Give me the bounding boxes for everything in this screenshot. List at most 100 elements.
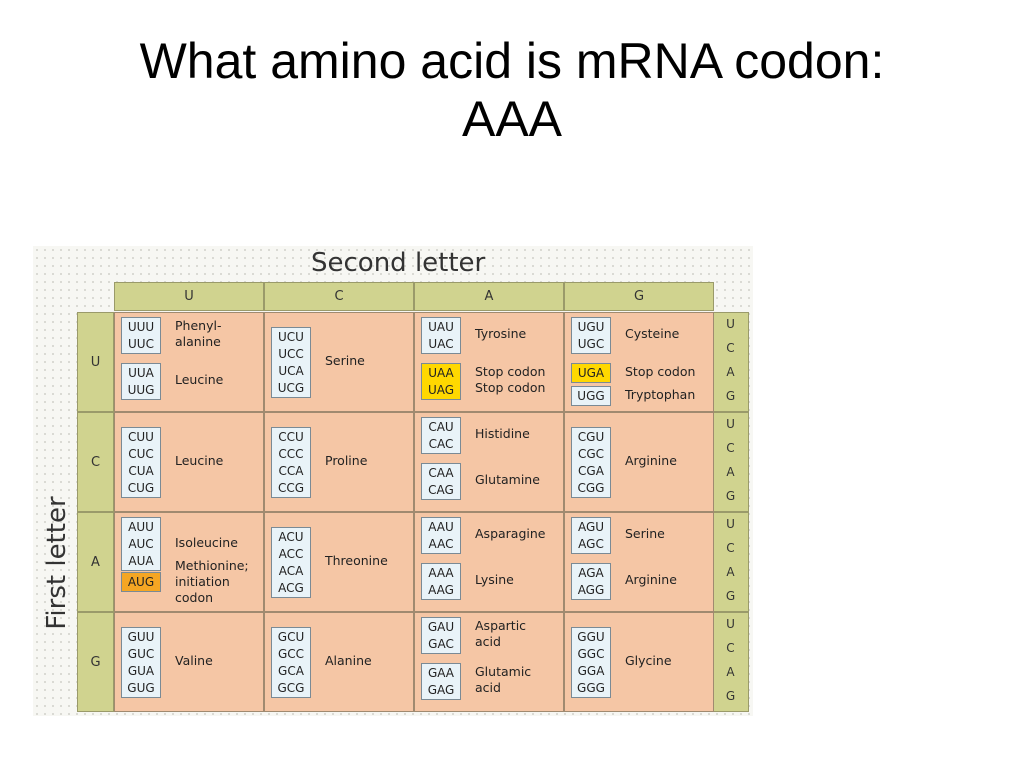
codon: GUA	[127, 664, 155, 678]
codon: UCG	[277, 381, 305, 395]
codon: CGC	[577, 447, 605, 461]
codon: UAA	[428, 366, 454, 380]
codon: CCC	[278, 447, 304, 461]
codon-cell: CUU CUC CUA CUG Leucine	[114, 412, 264, 512]
codon: CUA	[128, 464, 154, 478]
codon: CAC	[428, 437, 454, 451]
codon: GCG	[277, 681, 305, 695]
codon-group: AUG	[121, 572, 161, 592]
codon: UCA	[278, 364, 304, 378]
slide-title-line-2: AAA	[461, 91, 563, 147]
codon: UUC	[128, 337, 154, 351]
third-letter: G	[725, 589, 736, 603]
amino-acid-label: Asparagine	[475, 526, 546, 541]
codon-group: UGG	[571, 386, 611, 406]
amino-acid-label: Serine	[325, 353, 365, 368]
codon: AUA	[128, 554, 154, 568]
row-header-u: U	[77, 312, 114, 412]
codon: UUG	[127, 383, 155, 397]
codon: GGU	[577, 630, 605, 644]
amino-acid-label: Stop codon Stop codon	[475, 364, 546, 395]
codon: ACA	[278, 564, 304, 578]
codon: GAC	[428, 637, 454, 651]
codon-group: UAU UAC	[421, 317, 461, 354]
amino-acid-label: Leucine	[175, 453, 224, 468]
amino-acid-label: Leucine	[175, 372, 224, 387]
codon: UAC	[428, 337, 454, 351]
third-letter: A	[726, 565, 735, 579]
codon: ACC	[278, 547, 304, 561]
codon: AAU	[428, 520, 454, 534]
codon: GUC	[127, 647, 155, 661]
amino-acid-label: Threonine	[325, 553, 388, 568]
codon-group: AGU AGC	[571, 517, 611, 554]
amino-acid-label: Isoleucine	[175, 534, 238, 550]
row-header-g: G	[77, 612, 114, 712]
row-header-a: A	[77, 512, 114, 612]
amino-acid-label: Tyrosine	[475, 326, 527, 341]
codon: AGU	[577, 520, 605, 534]
codon: UCU	[278, 330, 304, 344]
codon-cell: UCU UCC UCA UCG Serine	[264, 312, 414, 412]
third-letter: A	[726, 665, 735, 679]
codon: CUU	[128, 430, 154, 444]
codon-group: UUU UUC	[121, 317, 161, 354]
codon: AUC	[128, 537, 154, 551]
row-header-c: C	[77, 412, 114, 512]
codon: CUG	[127, 481, 155, 495]
third-letter: A	[726, 465, 735, 479]
codon: UAU	[428, 320, 454, 334]
codon: CUC	[128, 447, 154, 461]
second-letter-label: Second letter	[311, 248, 486, 278]
third-letter: U	[726, 517, 735, 531]
third-letter: U	[726, 417, 735, 431]
amino-acid-label: Cysteine	[625, 326, 680, 341]
codon-group: UCU UCC UCA UCG	[271, 327, 311, 398]
codon: ACG	[278, 581, 304, 595]
amino-acid-label: Aspartic acid	[475, 618, 527, 649]
amino-acid-label: Tryptophan	[625, 386, 696, 402]
amino-acid-label: Stop codon	[625, 363, 696, 379]
codon: UAG	[427, 383, 455, 397]
amino-acid-label: Valine	[175, 653, 213, 668]
codon: GAU	[427, 620, 455, 634]
codon: UUU	[127, 320, 155, 334]
codon: CGU	[577, 430, 605, 444]
codon: CAU	[428, 420, 454, 434]
codon: GCC	[277, 647, 305, 661]
column-header-a: A	[414, 282, 564, 311]
codon: AGC	[578, 537, 604, 551]
codon: GAA	[427, 666, 455, 680]
codon: CGA	[578, 464, 604, 478]
codon: GCA	[278, 664, 304, 678]
codon: CCG	[277, 481, 305, 495]
column-header-g: G	[564, 282, 714, 311]
codon: AAA	[428, 566, 454, 580]
codon: UCC	[278, 347, 304, 361]
third-letter: C	[726, 341, 735, 355]
codon: GGG	[577, 681, 605, 695]
codon: AAC	[428, 537, 454, 551]
slide-title: What amino acid is mRNA codon: AAA	[0, 32, 1024, 148]
amino-acid-label: Phenyl- alanine	[175, 318, 222, 349]
third-letter: G	[725, 489, 736, 503]
codon-group: CUU CUC CUA CUG	[121, 427, 161, 498]
